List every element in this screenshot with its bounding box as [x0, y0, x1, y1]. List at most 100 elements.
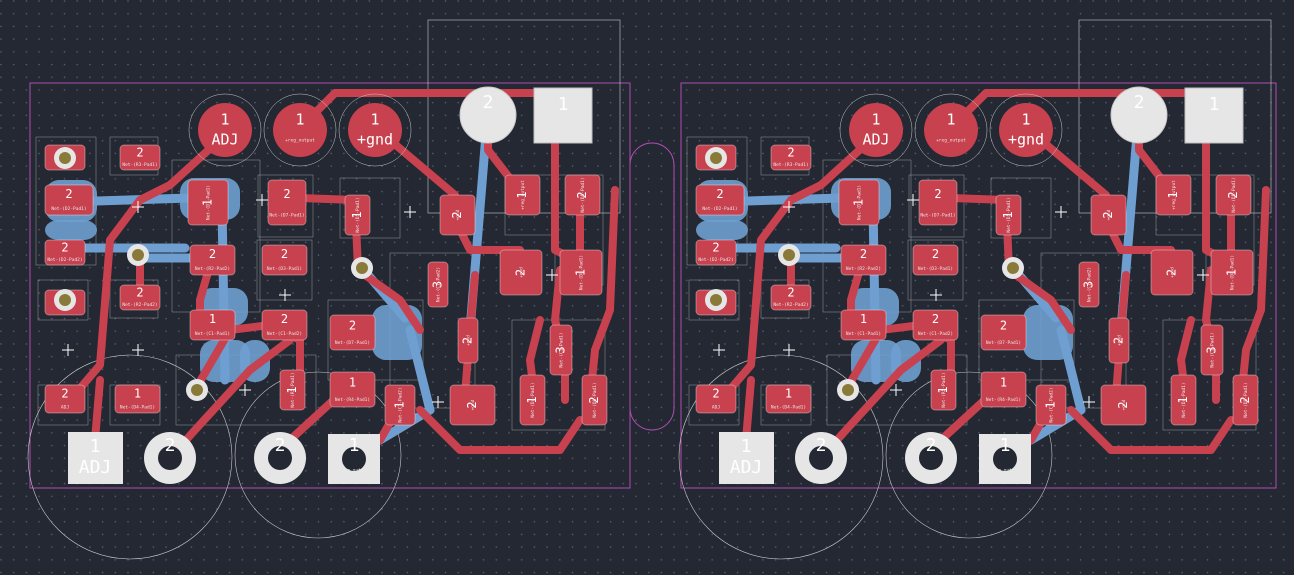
- via[interactable]: [1002, 257, 1024, 279]
- tht-pad[interactable]: 1+gnd: [338, 93, 412, 167]
- smd-pad[interactable]: 2+gnd: [449, 384, 496, 426]
- smd-pad[interactable]: 1+reg_output: [504, 174, 541, 216]
- bottom-pad-round[interactable]: 2: [795, 432, 847, 484]
- smd-pad[interactable]: 2+gnd: [1090, 194, 1127, 236]
- via[interactable]: [54, 289, 76, 311]
- connector-pad-round[interactable]: 2+reg_output: [459, 86, 517, 144]
- bottom-pad-round-2[interactable]: 2: [905, 432, 957, 484]
- tht-pad[interactable]: 1+reg_output: [263, 93, 337, 167]
- via[interactable]: [351, 257, 373, 279]
- via[interactable]: [778, 244, 800, 266]
- smd-pad[interactable]: 2+gnd: [1108, 317, 1130, 364]
- bottom-pad-round-2[interactable]: 2: [254, 432, 306, 484]
- regulator-board-right[interactable]: 12Net-(R3-Pad1)2Net-(D2-Pad1)2Net-(D2-Pa…: [678, 19, 1277, 560]
- bottom-pad-square[interactable]: 1+reg_output: [979, 434, 1031, 484]
- smd-pad-body: [1078, 261, 1100, 308]
- via[interactable]: [186, 379, 208, 401]
- smd-pad[interactable]: 2+gnd: [1100, 384, 1147, 426]
- via[interactable]: [705, 147, 727, 169]
- via[interactable]: [837, 379, 859, 401]
- pad-net-label: Net-(C1-Pad2): [918, 331, 953, 337]
- bottom-pad-round[interactable]: 2: [144, 432, 196, 484]
- via[interactable]: [54, 147, 76, 169]
- bottom-pad-square[interactable]: 1+reg_output: [328, 434, 380, 484]
- pad-net-label: Net-(C1-Pad2): [436, 267, 442, 302]
- smd-pad[interactable]: 2+gnd: [439, 194, 476, 236]
- smd-pad[interactable]: 2+gnd: [457, 317, 479, 364]
- via[interactable]: [127, 244, 149, 266]
- pad-number: 2: [136, 286, 143, 300]
- smd-pad[interactable]: 2+gnd: [1150, 249, 1194, 296]
- pad-clearance: [839, 93, 913, 167]
- smd-pad[interactable]: 2+gnd: [499, 249, 543, 296]
- via[interactable]: [705, 289, 727, 311]
- connector-pad-round[interactable]: 2+reg_output: [1110, 86, 1168, 144]
- pad-net-label: Net-(D7-Pad1): [335, 340, 370, 346]
- pad-number: 3: [554, 346, 568, 353]
- pad-copper: [719, 432, 774, 484]
- tht-pad[interactable]: 1+gnd: [989, 93, 1063, 167]
- tht-pad[interactable]: 1+reg_output: [914, 93, 988, 167]
- smd-pad[interactable]: 1+reg_output: [1155, 174, 1192, 216]
- smd-pad-body: [980, 314, 1027, 351]
- pad-number: 1: [285, 386, 299, 393]
- back-copper-pad: [200, 340, 250, 382]
- pad-net-label: +reg_output: [1124, 126, 1154, 132]
